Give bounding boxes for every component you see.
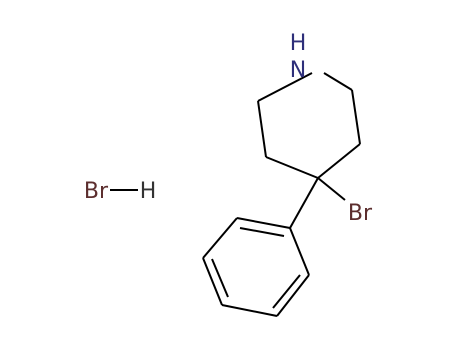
phenyl-bond-6 — [236, 217, 291, 229]
bond-c4-phenyl — [289, 177, 319, 229]
ring-bromine-label: Br — [348, 201, 373, 226]
bond-c5-c4 — [317, 143, 361, 179]
bond-c2-c3 — [257, 100, 267, 158]
bond-n-c2 — [257, 72, 313, 102]
phenyl-double-bond-inner-2 — [272, 274, 301, 309]
phenyl-bond-1 — [289, 227, 310, 276]
hbr-bromine-label: Br — [84, 179, 109, 204]
phenyl-bond-5 — [202, 217, 238, 259]
bond-c4-br — [317, 177, 346, 201]
bond-c3-c4 — [265, 156, 319, 179]
phenyl-double-bond-inner-1 — [239, 227, 285, 237]
hbr-hydrogen-label: H — [140, 179, 157, 204]
phenyl-bond-4 — [202, 257, 223, 306]
nitrogen-h-label: H — [290, 31, 307, 56]
phenyl-double-bond-inner-3 — [211, 258, 229, 298]
bond-n-c6 — [323, 72, 353, 91]
phenyl-bond-3 — [221, 304, 278, 317]
nitrogen-label: N — [290, 58, 306, 83]
phenyl-bond-2 — [276, 274, 310, 317]
bond-c6-c5 — [351, 89, 361, 145]
